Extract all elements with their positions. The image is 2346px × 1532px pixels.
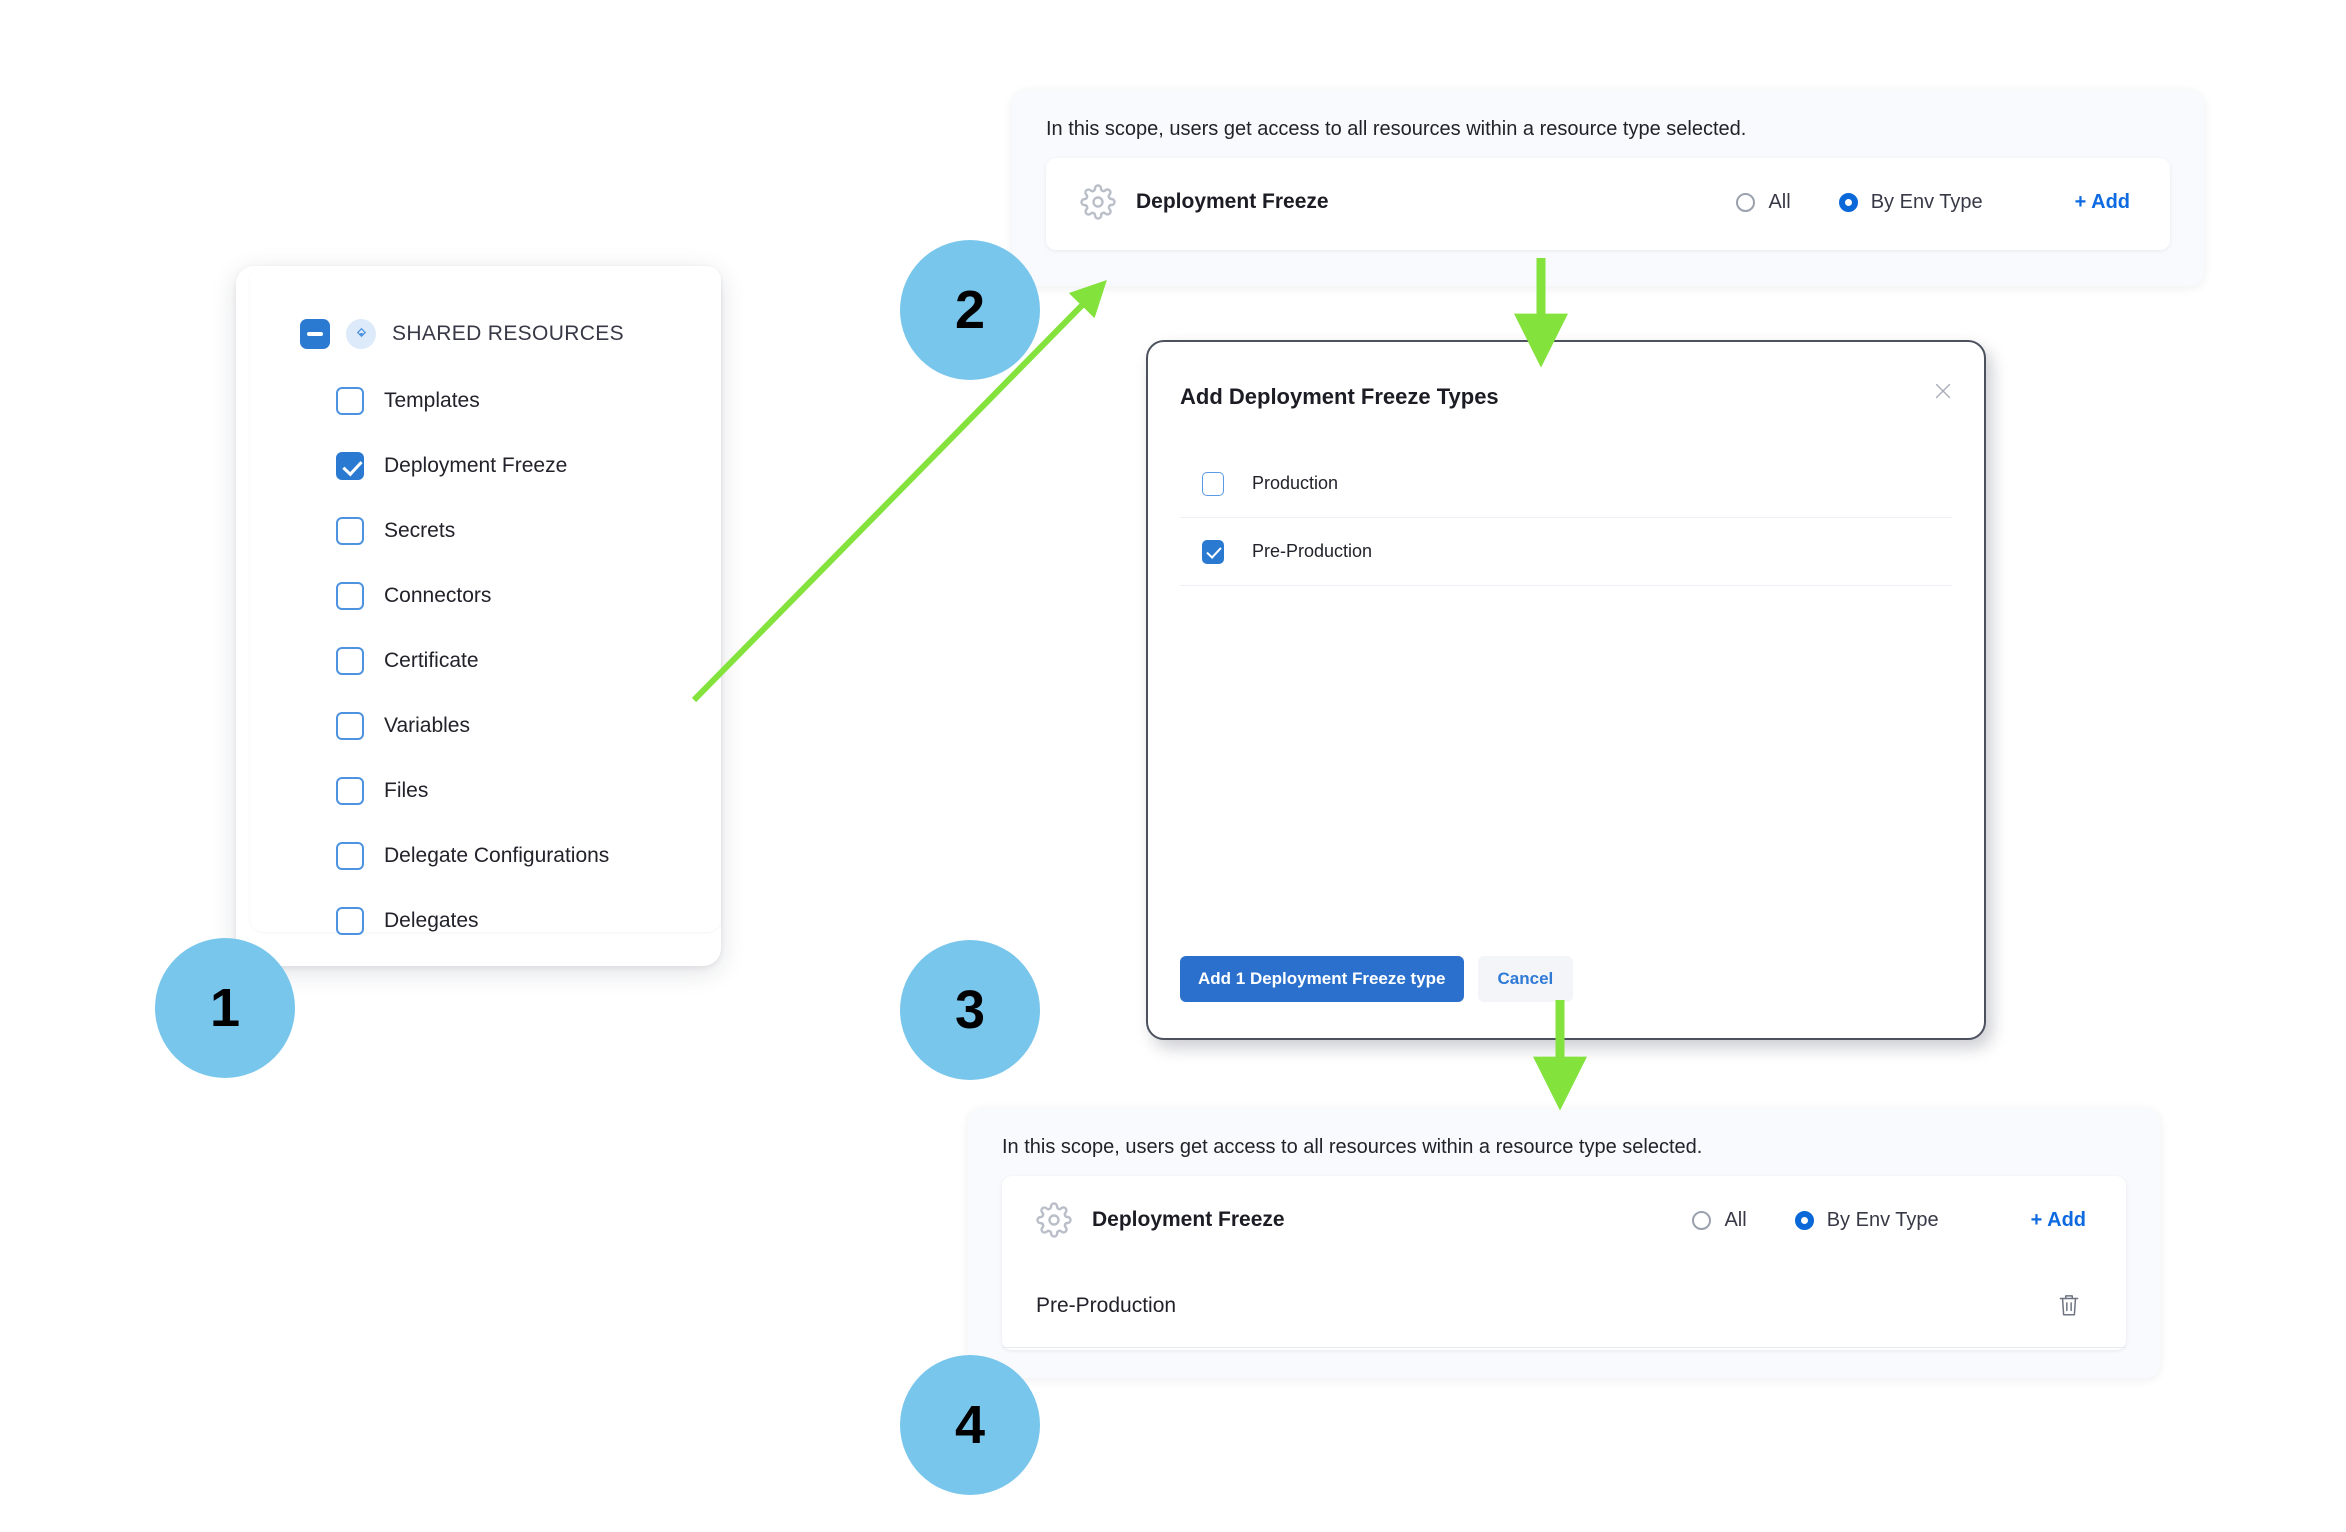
checkbox-files[interactable] [336,777,364,805]
resource-item-files[interactable]: Files [336,770,721,812]
modal-title: Add Deployment Freeze Types [1180,384,1499,409]
resource-item-label: Secrets [384,519,456,542]
resource-item-variables[interactable]: Variables [336,705,721,747]
scope-note: In this scope, users get access to all r… [1002,1136,1703,1158]
shared-resources-list: Templates Deployment Freeze Secrets Conn… [250,380,721,942]
modal-option-label: Pre-Production [1252,541,1373,561]
scope-resource-card: Deployment Freeze All By Env Type + Add … [1002,1176,2126,1350]
add-deployment-freeze-type-button[interactable]: Add 1 Deployment Freeze type [1180,956,1464,1002]
shared-resources-title: SHARED RESOURCES [392,322,624,345]
radio-icon-by-env-type[interactable] [1794,1210,1814,1230]
radio-icon-all[interactable] [1692,1210,1712,1230]
gear-icon [1080,184,1116,220]
step-badge-2: 2 [900,240,1040,380]
checkbox-delegate-configurations[interactable] [336,842,364,870]
scope-panel-result: In this scope, users get access to all r… [968,1108,2160,1378]
trash-icon[interactable] [2056,1291,2082,1321]
resource-item-certificate[interactable]: Certificate [336,640,721,682]
checkbox-connectors[interactable] [336,582,364,610]
radio-icon-all[interactable] [1736,192,1756,212]
radio-label-all: All [1724,1208,1747,1231]
scope-resource-card: Deployment Freeze All By Env Type + Add [1046,158,2170,250]
modal-option-list: Production Pre-Production [1180,450,1952,586]
modal-option-production[interactable]: Production [1180,450,1952,518]
shared-resources-icon [346,319,376,349]
modal-option-label: Production [1252,473,1339,493]
shared-resources-card-inner: SHARED RESOURCES Templates Deployment Fr… [250,266,721,935]
resource-item-deployment-freeze[interactable]: Deployment Freeze [336,445,721,487]
radio-option-by-env-type[interactable]: By Env Type [1794,1208,1939,1232]
scope-resource-row: Deployment Freeze All By Env Type + Add [1002,1176,2126,1264]
step-badge-3: 3 [900,940,1040,1080]
add-deployment-freeze-types-modal: Add Deployment Freeze Types Production P… [1146,340,1986,1040]
radio-label-by-env-type: By Env Type [1870,190,1983,213]
modal-option-pre-production[interactable]: Pre-Production [1180,518,1952,586]
resource-item-label: Deployment Freeze [384,454,568,477]
selected-env-type-label: Pre-Production [1036,1293,1177,1317]
resource-item-delegates[interactable]: Delegates [336,900,721,942]
radio-option-all[interactable]: All [1692,1208,1747,1232]
radio-label-by-env-type: By Env Type [1826,1208,1939,1231]
arrow-step1-to-step2 [691,280,1107,703]
step-badge-4: 4 [900,1355,1040,1495]
resource-item-connectors[interactable]: Connectors [336,575,721,617]
gear-icon [1036,1202,1072,1238]
resource-item-label: Certificate [384,649,479,672]
checkbox-pre-production[interactable] [1202,539,1224,564]
checkbox-delegates[interactable] [336,907,364,935]
selected-env-type-row: Pre-Production [1002,1264,2126,1348]
shared-resources-header[interactable]: SHARED RESOURCES [250,316,721,352]
minus-square-icon[interactable] [300,319,330,349]
scope-resource-title: Deployment Freeze [1136,190,1329,213]
close-icon[interactable] [1930,378,1956,404]
checkbox-deployment-freeze[interactable] [336,452,364,480]
resource-item-label: Templates [384,389,480,412]
resource-item-label: Delegates [384,909,479,932]
modal-footer: Add 1 Deployment Freeze type Cancel [1180,956,1574,1002]
resource-item-label: Connectors [384,584,492,607]
scope-controls: All By Env Type + Add [1692,1209,2086,1232]
scope-panel-initial: In this scope, users get access to all r… [1012,90,2204,286]
resource-item-secrets[interactable]: Secrets [336,510,721,552]
radio-option-all[interactable]: All [1736,190,1791,214]
checkbox-secrets[interactable] [336,517,364,545]
resource-item-templates[interactable]: Templates [336,380,721,422]
scope-resource-title: Deployment Freeze [1092,1208,1285,1231]
scope-resource-row: Deployment Freeze All By Env Type + Add [1046,158,2170,246]
radio-option-by-env-type[interactable]: By Env Type [1838,190,1983,214]
resource-item-label: Variables [384,714,470,737]
radio-icon-by-env-type[interactable] [1838,192,1858,212]
resource-item-delegate-configurations[interactable]: Delegate Configurations [336,835,721,877]
add-button[interactable]: + Add [2074,190,2130,213]
checkbox-variables[interactable] [336,712,364,740]
scope-controls: All By Env Type + Add [1736,191,2130,214]
resource-item-label: Delegate Configurations [384,844,610,867]
step-badge-1: 1 [155,938,295,1078]
radio-label-all: All [1768,190,1791,213]
shared-resources-card: SHARED RESOURCES Templates Deployment Fr… [236,266,721,966]
resource-item-label: Files [384,779,429,802]
checkbox-templates[interactable] [336,387,364,415]
scope-note: In this scope, users get access to all r… [1046,118,1747,140]
checkbox-production[interactable] [1202,471,1224,496]
cancel-button[interactable]: Cancel [1477,956,1574,1002]
checkbox-certificate[interactable] [336,647,364,675]
add-button[interactable]: + Add [2030,1208,2086,1231]
